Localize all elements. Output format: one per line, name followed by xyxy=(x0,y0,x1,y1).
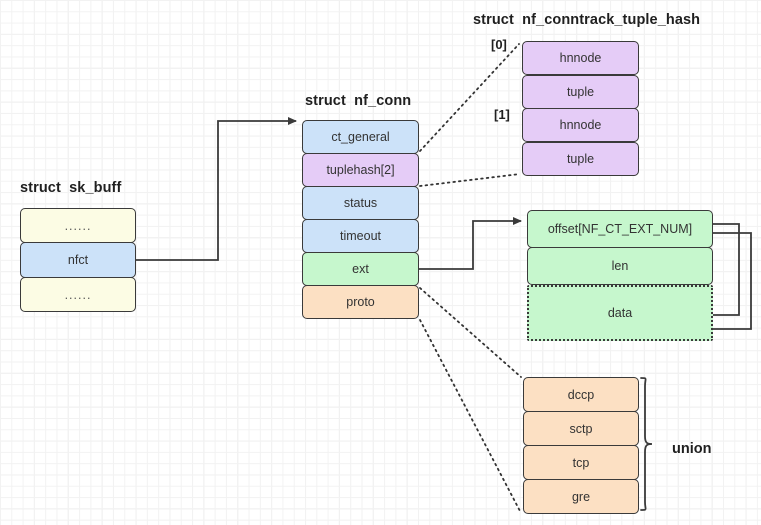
nfctext-field-len: len xyxy=(527,247,713,285)
title-nf-conntrack-tuple-hash: struct nf_conntrack_tuple_hash xyxy=(473,12,701,28)
union-field-dccp: dccp xyxy=(523,377,639,412)
skbuff-field-2: ...... xyxy=(20,277,136,312)
title-sk-buff: struct sk_buff xyxy=(20,180,122,196)
nfconn-field-status: status xyxy=(302,186,419,220)
tuplehash-field-hnnode-0: hnnode xyxy=(522,41,639,75)
tuplehash-field-2-label: hnnode xyxy=(559,118,602,132)
nfconn-field-ext: ext xyxy=(302,252,419,286)
union-field-1-label: sctp xyxy=(569,421,593,436)
union-label: union xyxy=(672,441,712,457)
tuplehash-index-0: [0] xyxy=(491,37,507,52)
dotted-proto-to-union-top xyxy=(419,287,522,378)
nfconn-field-4-label: ext xyxy=(352,262,369,276)
union-field-tcp: tcp xyxy=(523,445,639,480)
tuplehash-field-hnnode-1: hnnode xyxy=(522,108,639,142)
tuplehash-field-tuple-1: tuple xyxy=(522,142,639,176)
skbuff-field-nfct: nfct xyxy=(20,242,136,278)
tuplehash-field-0-label: hnnode xyxy=(559,51,602,65)
union-field-0-label: dccp xyxy=(567,387,595,402)
union-field-sctp: sctp xyxy=(523,411,639,446)
nfconn-field-2-label: status xyxy=(343,196,378,210)
nfconn-field-ct-general: ct_general xyxy=(302,120,419,154)
union-field-3-label: gre xyxy=(571,489,591,504)
skbuff-field-0-label: ...... xyxy=(64,218,92,233)
nfconn-field-1-label: tuplehash[2] xyxy=(326,163,395,177)
union-field-gre: gre xyxy=(523,479,639,514)
skbuff-field-0: ...... xyxy=(20,208,136,243)
nfctext-field-2-label: data xyxy=(607,306,633,320)
nfctext-field-offset: offset[NF_CT_EXT_NUM] xyxy=(527,210,713,248)
skbuff-field-1-label: nfct xyxy=(67,253,89,267)
nfconn-field-3-label: timeout xyxy=(340,229,381,243)
arrow-ext-to-nfctext xyxy=(419,217,522,270)
nfctext-field-0-label: offset[NF_CT_EXT_NUM] xyxy=(547,222,693,236)
nfconn-field-0-label: ct_general xyxy=(331,130,390,144)
nfconn-field-tuplehash: tuplehash[2] xyxy=(302,153,419,187)
nfctext-field-1-label: len xyxy=(611,259,629,273)
dotted-tuplehash-to-index0 xyxy=(419,43,520,152)
dotted-tuplehash-to-index1 xyxy=(419,173,521,187)
nfconn-field-proto: proto xyxy=(302,285,419,319)
tuplehash-field-tuple-0: tuple xyxy=(522,75,639,109)
title-nf-conn: struct nf_conn xyxy=(305,93,412,109)
tuplehash-field-1-label: tuple xyxy=(566,85,595,99)
nfctext-field-data: data xyxy=(527,285,713,341)
arrow-nfct-to-nfconn xyxy=(136,117,297,261)
union-field-2-label: tcp xyxy=(572,455,590,470)
nfconn-field-timeout: timeout xyxy=(302,219,419,253)
union-brace xyxy=(640,377,653,511)
dotted-proto-to-union-bottom xyxy=(419,319,522,514)
skbuff-field-2-label: ...... xyxy=(64,287,92,302)
nfconn-field-5-label: proto xyxy=(346,295,375,309)
tuplehash-index-1: [1] xyxy=(494,107,510,122)
tuplehash-field-3-label: tuple xyxy=(566,152,595,166)
